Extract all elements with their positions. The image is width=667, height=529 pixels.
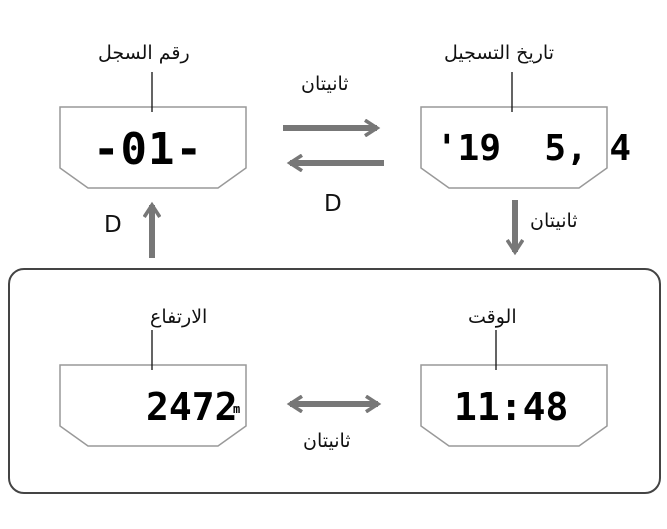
bottom-label: ثانيتان bbox=[303, 430, 351, 452]
altitude-unit: m bbox=[233, 402, 241, 416]
record-number-screen bbox=[59, 106, 247, 189]
altitude-screen bbox=[59, 364, 247, 447]
record-number-label: رقم السجل bbox=[98, 42, 190, 64]
right-down-label: ثانيتان bbox=[530, 210, 578, 232]
top-back-label: D bbox=[324, 191, 342, 217]
record-number-display: -01- bbox=[93, 124, 203, 175]
record-date-display: '19 5, 4 bbox=[436, 128, 632, 169]
record-date-label: تاريخ التسجيل bbox=[444, 42, 554, 64]
altitude-label: الارتفاع bbox=[150, 306, 208, 328]
time-screen bbox=[420, 364, 608, 447]
left-up-label: D bbox=[104, 212, 122, 238]
cycle-group-frame bbox=[8, 268, 661, 494]
time-label: الوقت bbox=[468, 306, 517, 328]
time-display: 11:48 bbox=[454, 385, 569, 429]
altitude-display: 2472 bbox=[146, 385, 238, 429]
top-forward-label: ثانيتان bbox=[301, 73, 349, 95]
record-date-screen bbox=[420, 106, 608, 189]
